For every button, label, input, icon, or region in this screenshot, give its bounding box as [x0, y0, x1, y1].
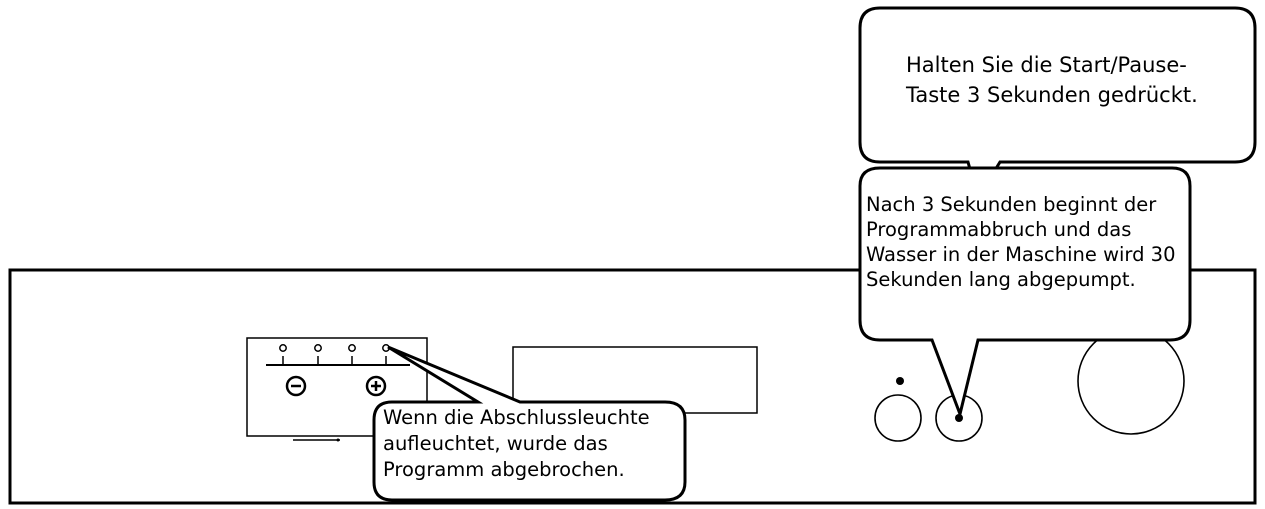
callout-line: Sekunden lang abgepumpt. [866, 268, 1136, 291]
callout-line: aufleuchtet, wurde das [383, 432, 608, 455]
left-small-button[interactable] [874, 394, 922, 442]
callout-line: Taste 3 Sekunden gedrückt. [906, 83, 1198, 107]
indicator-light-2 [314, 344, 322, 352]
indicator-module [246, 337, 428, 442]
callout-line: Wenn die Abschlussleuchte [383, 406, 650, 429]
plus-circle-icon[interactable] [365, 375, 387, 397]
callout-line: Halten Sie die Start/Pause- [906, 53, 1187, 77]
callout-line: Programmabbruch und das [866, 218, 1132, 241]
callout-line: Nach 3 Sekunden beginnt der [866, 193, 1157, 216]
indicator-light-3 [348, 344, 356, 352]
callout-line: Programm abgebrochen. [383, 458, 625, 481]
minus-circle-icon[interactable] [285, 375, 307, 397]
indicator-light-1 [279, 344, 287, 352]
callout-bubble-drain [858, 166, 1192, 420]
status-dot [896, 377, 904, 385]
program-dial[interactable] [1077, 327, 1185, 435]
callout-bubble-end-light [372, 345, 687, 502]
callout-text-drain: Nach 3 Sekunden beginnt der Programmabbr… [866, 192, 1176, 292]
callout-line: Wasser in der Maschine wird 30 [866, 243, 1176, 266]
callout-text-end-light: Wenn die Abschlussleuchte aufleuchtet, w… [383, 405, 650, 483]
callout-text-start-pause: Halten Sie die Start/Pause- Taste 3 Seku… [906, 50, 1198, 110]
indicator-bottom-dot [336, 438, 340, 442]
